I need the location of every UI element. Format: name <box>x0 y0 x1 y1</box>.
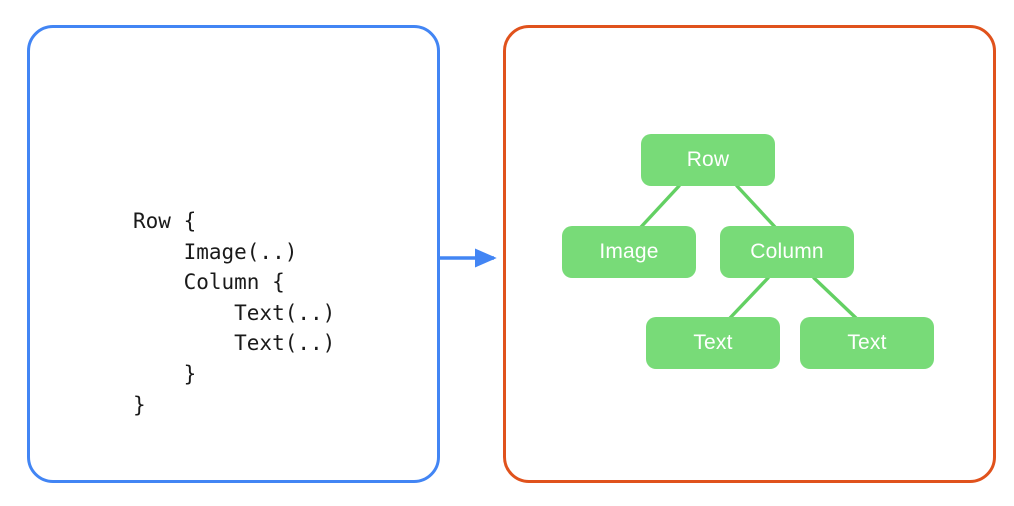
tree-node-image[interactable]: Image <box>562 226 696 278</box>
tree-node-text-2[interactable]: Text <box>800 317 934 369</box>
code-snippet: Row { Image(..) Column { Text(..) Text(.… <box>133 209 336 417</box>
tree-node-row[interactable]: Row <box>641 134 775 186</box>
tree-node-column[interactable]: Column <box>720 226 854 278</box>
code-panel: Row { Image(..) Column { Text(..) Text(.… <box>27 25 440 483</box>
tree-node-text-1[interactable]: Text <box>646 317 780 369</box>
